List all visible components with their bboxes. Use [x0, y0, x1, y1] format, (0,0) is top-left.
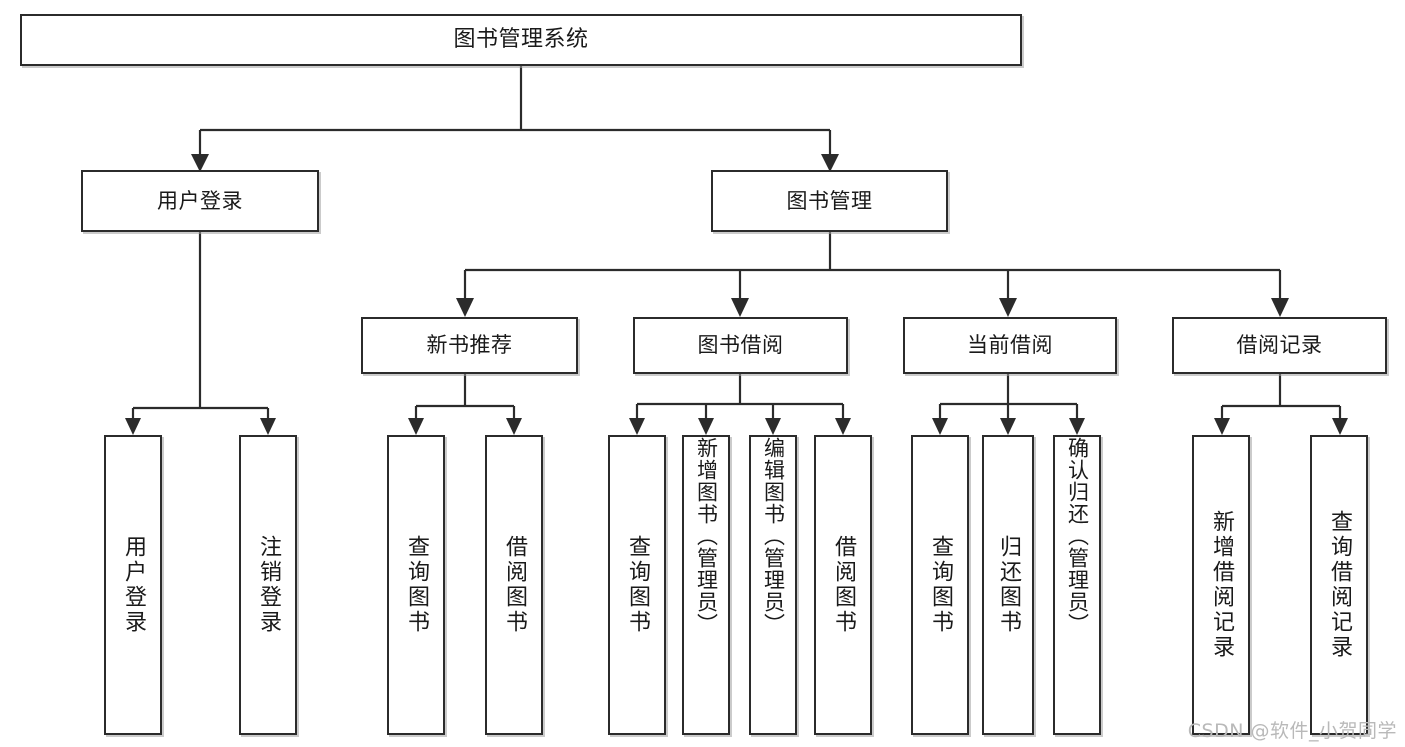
- node-leaf-query-book-b[interactable]: 查询图书: [608, 435, 666, 735]
- arrow-query-book-c: [932, 418, 948, 435]
- arrow-query-book-b: [629, 418, 645, 435]
- node-leaf-user-login[interactable]: 用户登录: [104, 435, 162, 735]
- node-leaf-query-record[interactable]: 查询借阅记录: [1310, 435, 1368, 735]
- node-leaf-query-record-label: 查询借阅记录: [1327, 510, 1352, 660]
- node-leaf-borrow-book-a-label: 借阅图书: [502, 535, 527, 635]
- node-borrow-record-label: 借阅记录: [1236, 333, 1323, 358]
- node-leaf-logout[interactable]: 注销登录: [239, 435, 297, 735]
- node-user-login-label: 用户登录: [157, 188, 243, 213]
- arrow-book-borrow: [731, 298, 749, 317]
- node-leaf-query-book-a-label: 查询图书: [404, 535, 429, 635]
- node-leaf-query-book-b-label: 查询图书: [625, 535, 650, 635]
- node-leaf-confirm-return[interactable]: 确认归还（管理员）: [1053, 435, 1101, 735]
- arrow-leaf-logout: [260, 418, 276, 435]
- node-new-book-rec[interactable]: 新书推荐: [361, 317, 578, 374]
- arrow-new-book-rec: [456, 298, 474, 317]
- arrow-edit-book: [765, 418, 781, 435]
- arrow-add-book: [698, 418, 714, 435]
- node-root[interactable]: 图书管理系统: [20, 14, 1022, 66]
- node-user-login[interactable]: 用户登录: [81, 170, 319, 232]
- node-leaf-borrow-book-a[interactable]: 借阅图书: [485, 435, 543, 735]
- node-book-borrow[interactable]: 图书借阅: [633, 317, 848, 374]
- node-leaf-add-record-label: 新增借阅记录: [1209, 510, 1234, 660]
- node-borrow-record[interactable]: 借阅记录: [1172, 317, 1387, 374]
- node-new-book-rec-label: 新书推荐: [426, 333, 513, 358]
- arrow-borrow-book-b: [835, 418, 851, 435]
- node-leaf-user-login-label: 用户登录: [121, 535, 146, 635]
- arrow-leaf-user-login: [125, 418, 141, 435]
- arrow-query-record: [1332, 418, 1348, 435]
- node-leaf-logout-label: 注销登录: [256, 535, 281, 635]
- node-leaf-return-book[interactable]: 归还图书: [982, 435, 1034, 735]
- node-leaf-add-book[interactable]: 新增图书（管理员）: [682, 435, 730, 735]
- node-leaf-query-book-a[interactable]: 查询图书: [387, 435, 445, 735]
- arrow-borrow-record: [1271, 298, 1289, 317]
- node-leaf-confirm-return-label: 确认归还（管理员）: [1065, 437, 1090, 635]
- node-leaf-add-record[interactable]: 新增借阅记录: [1192, 435, 1250, 735]
- node-leaf-borrow-book-b-label: 借阅图书: [831, 535, 856, 635]
- node-current-borrow-label: 当前借阅: [967, 333, 1053, 358]
- arrow-confirm-return: [1069, 418, 1085, 435]
- node-book-manage[interactable]: 图书管理: [711, 170, 948, 232]
- arrow-borrow-book-a: [506, 418, 522, 435]
- arrow-current-borrow: [999, 298, 1017, 317]
- arrow-query-book-a: [408, 418, 424, 435]
- arrow-return-book: [1000, 418, 1016, 435]
- arrow-add-record: [1214, 418, 1230, 435]
- node-leaf-query-book-c[interactable]: 查询图书: [911, 435, 969, 735]
- node-book-manage-label: 图书管理: [786, 188, 873, 213]
- node-leaf-edit-book-label: 编辑图书（管理员）: [761, 437, 786, 635]
- node-book-borrow-label: 图书借阅: [697, 333, 784, 358]
- node-leaf-return-book-label: 归还图书: [996, 535, 1021, 635]
- node-leaf-add-book-label: 新增图书（管理员）: [694, 437, 719, 635]
- csdn-watermark: CSDN @软件_小贺同学: [1187, 720, 1397, 742]
- node-leaf-borrow-book-b[interactable]: 借阅图书: [814, 435, 872, 735]
- node-root-label: 图书管理系统: [453, 27, 589, 53]
- node-leaf-query-book-c-label: 查询图书: [928, 535, 953, 635]
- node-current-borrow[interactable]: 当前借阅: [903, 317, 1117, 374]
- node-leaf-edit-book[interactable]: 编辑图书（管理员）: [749, 435, 797, 735]
